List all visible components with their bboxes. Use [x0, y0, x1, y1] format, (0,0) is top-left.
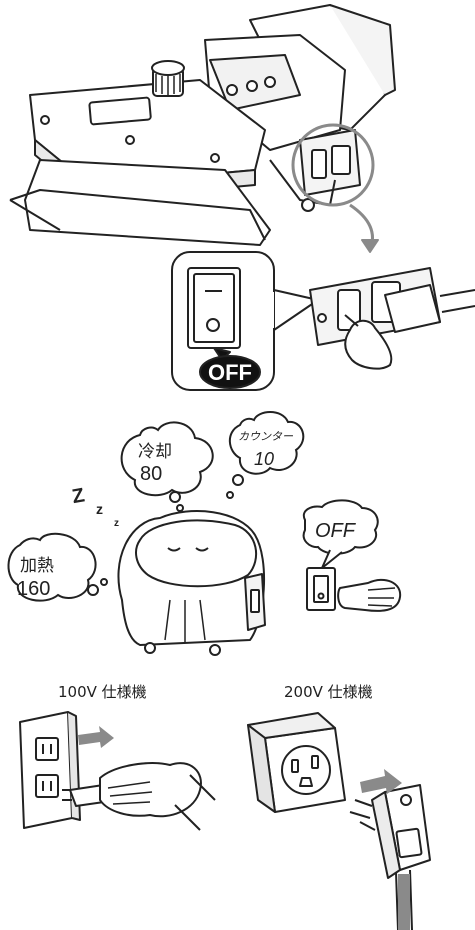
character-foot-right [209, 644, 221, 656]
outlet-100v-socket-top [35, 737, 59, 761]
platen-handle-slot [88, 96, 152, 126]
off-speech-label: OFF [315, 520, 357, 542]
switch-off-hand [306, 567, 402, 612]
character-hood [135, 519, 257, 588]
pressure-knob-top [151, 60, 185, 76]
heating-value: 160 [17, 578, 50, 600]
thought-bubbles: 冷却 80 カウンター 10 加熱 160 OFF [7, 411, 379, 602]
plug-200v-prongs [349, 799, 376, 831]
magnifier-circle [291, 123, 375, 207]
off-speech-bubble [302, 499, 379, 555]
machine-rear-block-side [329, 4, 396, 96]
character-eye-right [195, 547, 209, 552]
counter-bubble [228, 411, 305, 475]
cooling-bubble [120, 421, 214, 497]
counter-value: 10 [254, 449, 274, 469]
heating-tail-2 [100, 578, 108, 586]
sleeve-100v [174, 774, 216, 831]
outlet-200v-ground [299, 777, 313, 787]
heating-tail-1 [87, 584, 99, 596]
plug-200v-top [371, 791, 401, 879]
pointing-hand [337, 578, 402, 612]
off-badge [199, 355, 261, 389]
heating-label: 加熱 [20, 556, 54, 576]
rocker-off-mark [206, 318, 220, 332]
panel-button-3 [264, 76, 276, 88]
outlet-100v-plate [19, 711, 73, 829]
spec-100v-label: 100V 仕様機 [58, 683, 147, 701]
lower-table [24, 159, 271, 246]
heat-press-machine [9, 4, 396, 253]
platen-screw-1 [40, 115, 50, 125]
counter-label: カウンター [238, 430, 294, 443]
wall-switch-rocker [313, 575, 329, 603]
character-foot-left [144, 642, 156, 654]
wall-switch-off-mark [317, 592, 325, 600]
hand-100v-fingers [107, 781, 153, 805]
side-power-switch [311, 149, 327, 179]
pressing-hand-finger [344, 314, 359, 327]
base-foot [301, 198, 315, 212]
outlet-200v-box-side [247, 724, 276, 813]
machine-base-leg [269, 159, 336, 206]
counter-tail-1 [232, 474, 244, 486]
character-eye-left [167, 547, 181, 552]
spec-200v-label: 200V 仕様機 [284, 683, 373, 701]
magnifier-arrowhead [361, 239, 379, 253]
cooling-tail-1 [169, 491, 181, 503]
outlet-100v-socket-bottom [35, 774, 59, 798]
plug-100v-prongs [62, 789, 72, 801]
cooling-label: 冷却 [138, 442, 172, 462]
pressing-hand [344, 319, 393, 370]
pointing-hand-fingers [367, 587, 396, 607]
platen-screw-2 [125, 135, 135, 145]
switch-closeup: OFF [171, 251, 475, 391]
sleeping-machine-character [117, 510, 266, 656]
outlet-200v-slot-left [291, 759, 299, 773]
platen-screw-3 [210, 153, 220, 163]
panel-button-1 [226, 84, 238, 96]
cooling-value: 80 [140, 463, 162, 485]
lower-table-frame [9, 189, 266, 241]
heating-bubble [7, 532, 97, 602]
outlet-100v-slots-top [42, 744, 52, 754]
pull-arrow-200v [360, 769, 402, 794]
side-power-inlet [331, 145, 351, 175]
plate-screw-left [317, 313, 327, 323]
outlet-100v-slots-bottom [42, 781, 52, 791]
plug-200v-screw [400, 794, 412, 806]
plug-200v-cord-core [398, 874, 410, 930]
outlet-100v [19, 711, 216, 831]
sleep-z-large: Z [70, 484, 86, 508]
sleep-z-medium: z [96, 501, 103, 517]
character-stand-lines [164, 599, 206, 642]
cooling-tail-2 [176, 504, 184, 512]
rocker-switch [193, 273, 235, 343]
plug-200v-label-area [395, 827, 423, 859]
character-switch [250, 589, 260, 613]
power-plug [384, 284, 441, 333]
plug-200v-cord [395, 869, 413, 930]
pull-arrow-100v [78, 726, 114, 748]
unplugging-hand-100v [99, 762, 202, 818]
outlet-200v [247, 712, 431, 930]
knob-grip [155, 74, 181, 95]
sleep-z-small: z [114, 518, 119, 529]
counter-tail-2 [226, 491, 234, 499]
outlet-200v-slot-right [311, 755, 319, 769]
off-badge-label: OFF [208, 360, 252, 385]
power-cord [439, 289, 475, 313]
panel-button-2 [246, 80, 258, 92]
sleep-zzz: Z z z [70, 484, 119, 529]
